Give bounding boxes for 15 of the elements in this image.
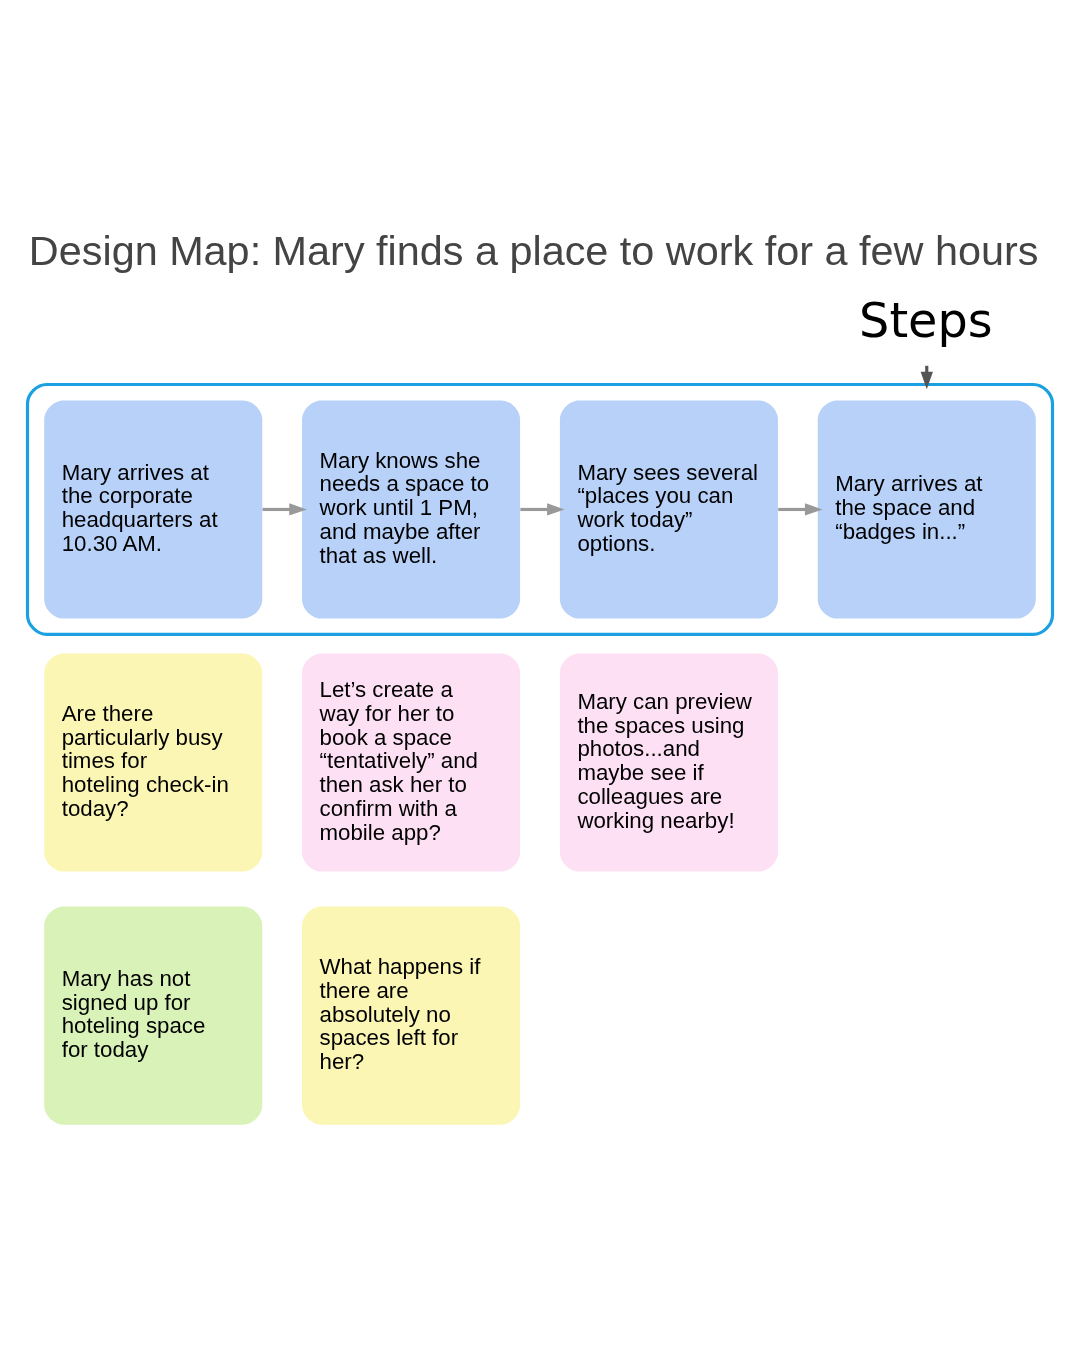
node-box: Mary can preview the spaces using photos...and maybe see if colleagues are working nearby!	[559, 653, 778, 872]
arrow	[262, 503, 307, 516]
node-box: Mary sees several “places you can work today” options.	[559, 400, 778, 619]
node-box: Mary arrives at the corporate headquarters at 10.30 AM.	[44, 400, 263, 619]
arrow	[778, 503, 823, 516]
node-box: Mary has not signed up for hoteling space for today	[44, 906, 263, 1125]
node-text: Steps	[859, 292, 993, 348]
cluster	[25, 382, 1055, 636]
node-box: Let’s create a way for her to book a space “tentatively” and then ask her to confirm with a mobile app?	[302, 653, 521, 872]
arrow	[520, 503, 565, 516]
node-box: Mary arrives at the space and “badges in...”	[817, 400, 1036, 619]
node-box: Mary knows she needs a space to work until 1 PM, and maybe after that as well.	[302, 400, 521, 619]
diagram-title: Design Map: Mary finds a place to work for a few hours	[28, 227, 1039, 274]
node-box: Are there particularly busy times for hoteling check-in today?	[44, 653, 263, 872]
node-box: What happens if there are absolutely no spaces left for her?	[302, 906, 521, 1125]
